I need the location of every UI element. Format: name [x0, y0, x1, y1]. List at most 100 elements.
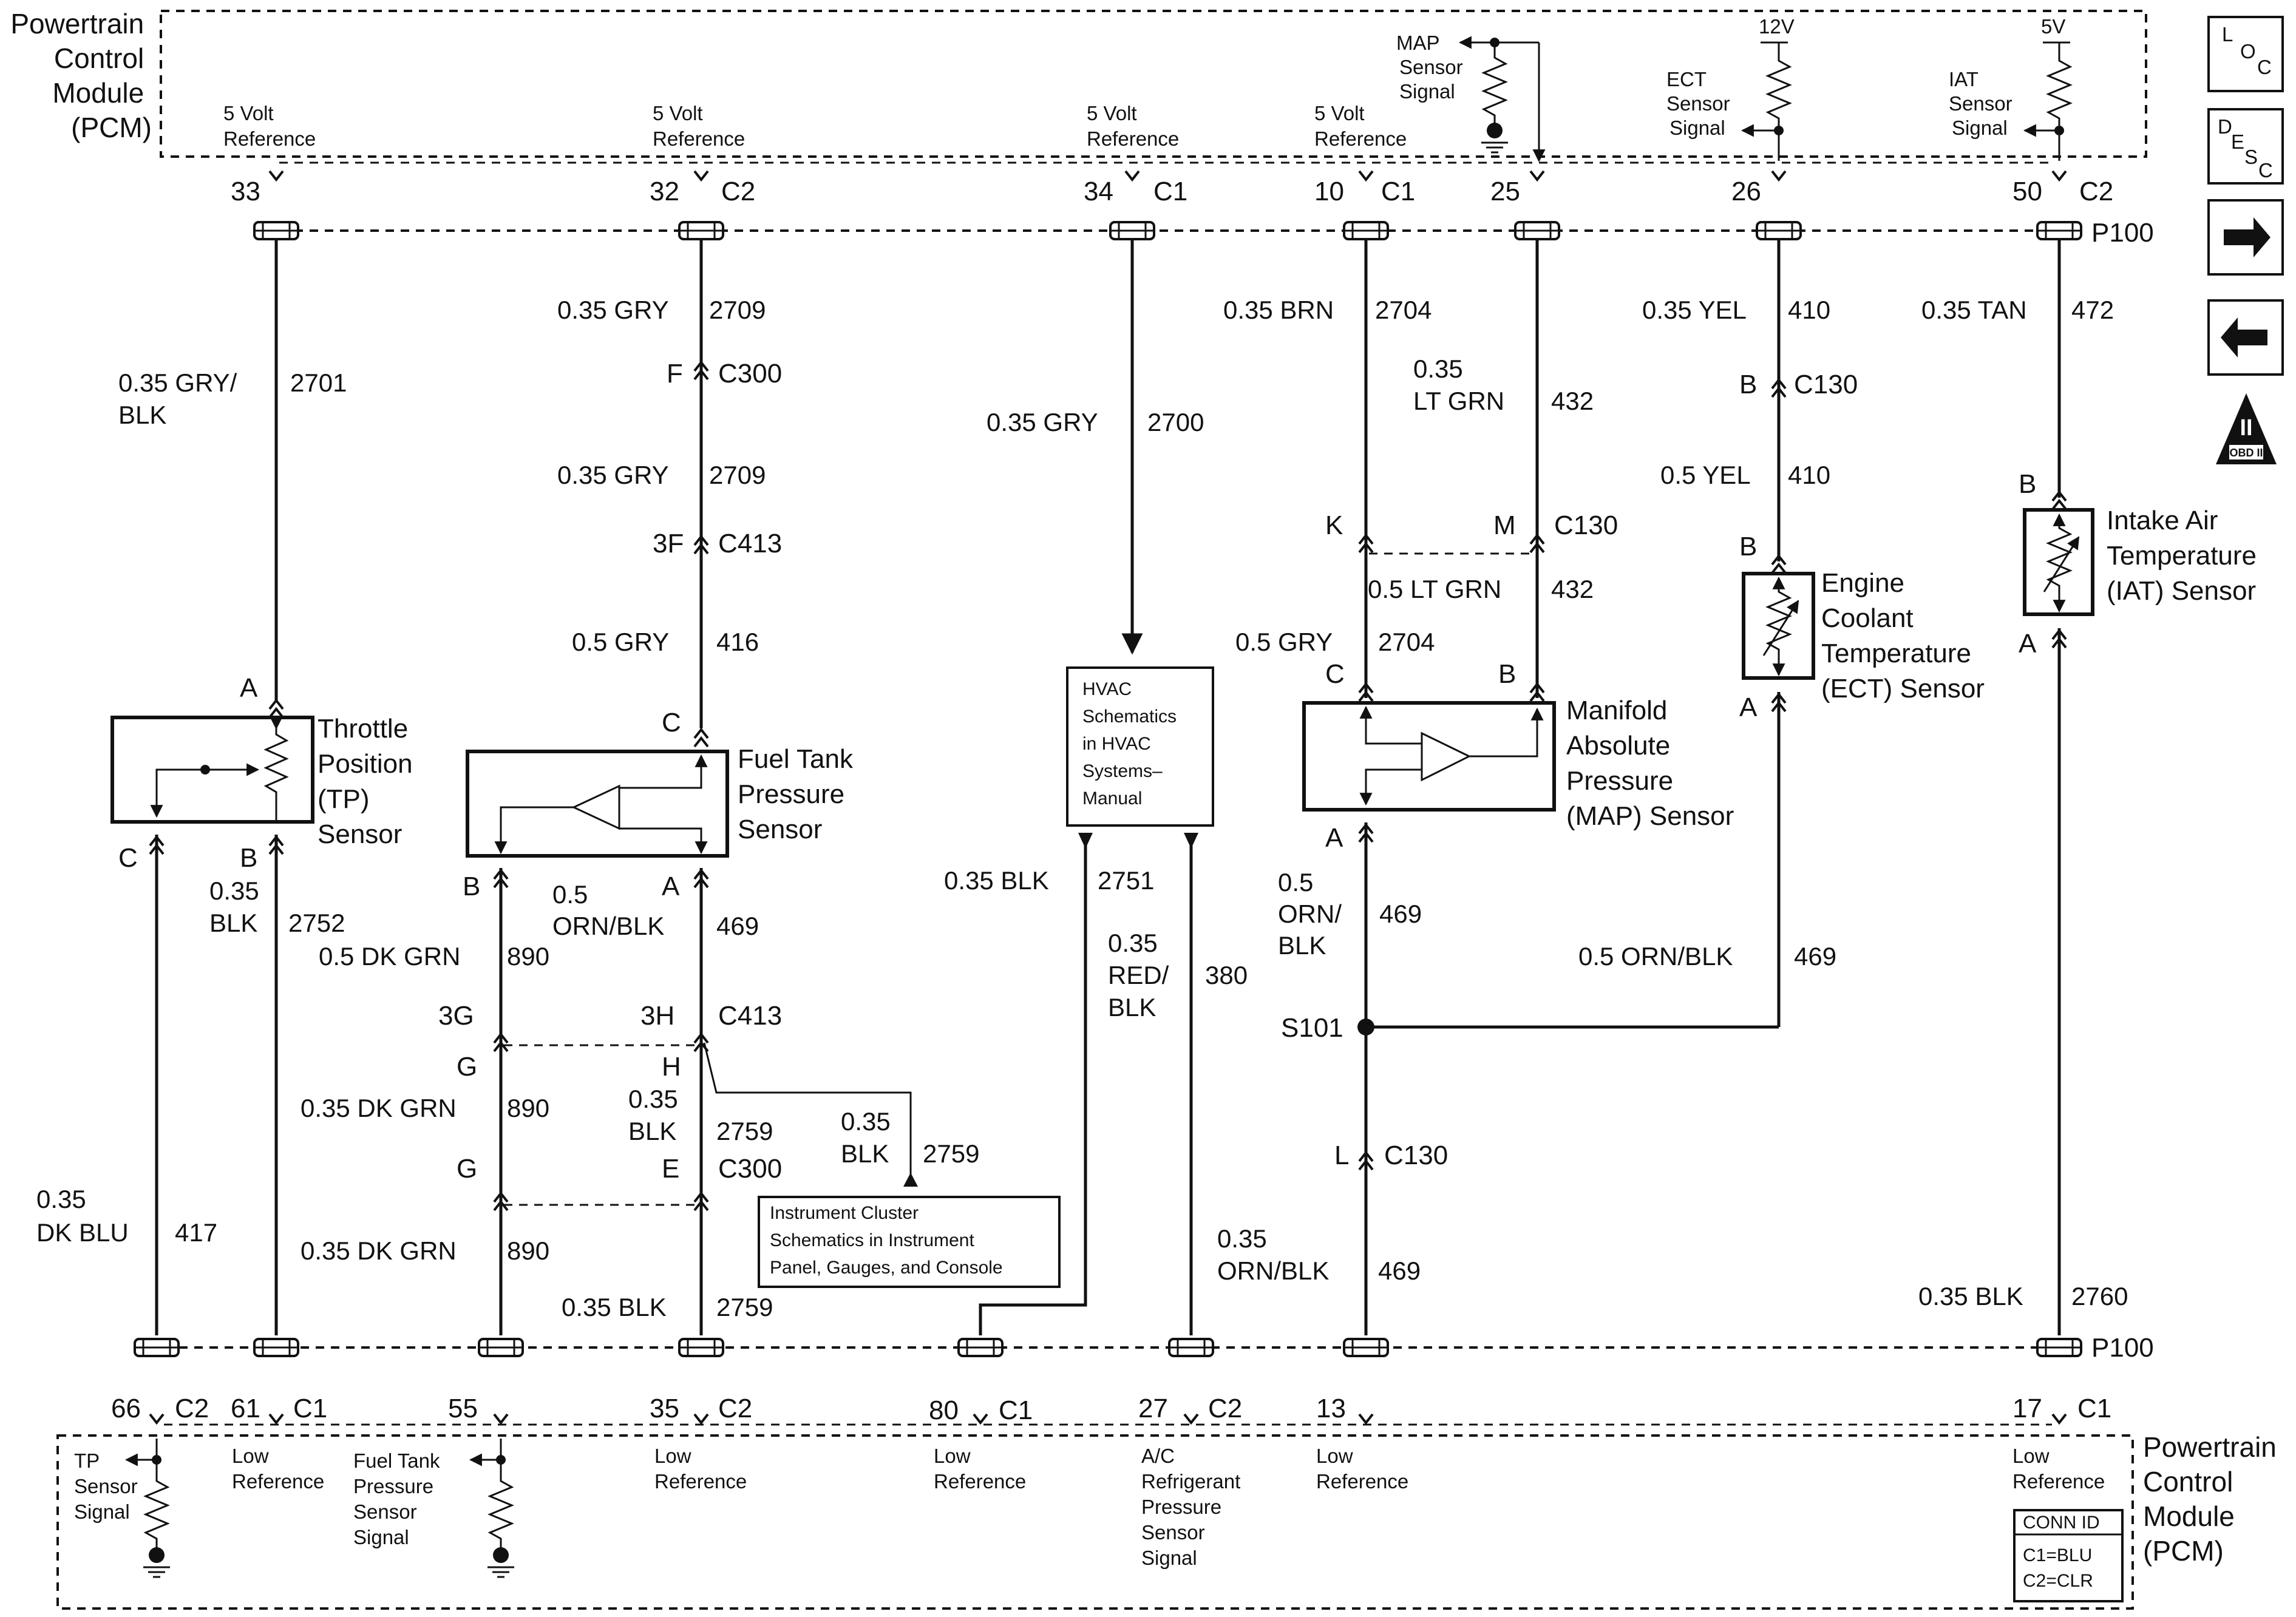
conn-id-title: CONN ID: [2023, 1513, 2100, 1533]
map-conn-l: L: [1334, 1141, 1349, 1170]
obd-label: OBD II: [2229, 447, 2263, 459]
inline-connector-chevron-17: [1358, 822, 1374, 843]
bottom-pin-chevron-3: [693, 1413, 709, 1425]
inline-connector-chevron-14: [268, 835, 284, 855]
ect-low-gauge: 0.5 ORN/BLK: [1578, 942, 1733, 971]
ftp-sig2-gauge: 0.35 DK GRN: [301, 1094, 457, 1122]
ftp-conn-f: F: [667, 359, 683, 388]
map-conn-c130: C130: [1554, 510, 1618, 540]
top-pin-chevron-1: [693, 170, 709, 182]
map-pin-c: C: [1325, 659, 1345, 689]
forward-arrow-button[interactable]: [2207, 199, 2284, 276]
pin-33: 33: [231, 177, 260, 206]
ftp-sig3-circuit: 890: [507, 1236, 549, 1265]
map-amplifier-symbol: [1359, 705, 1544, 806]
bottom-pin-chevron-2: [493, 1413, 509, 1425]
top-p100-splice-0: [253, 221, 299, 240]
pin-66-connector: C2: [175, 1394, 209, 1423]
inline-connector-chevron-2: [1358, 533, 1374, 554]
map-ref2-gauge: 0.5 GRY: [1235, 628, 1333, 656]
tp-ref-wire-gauge: 0.35 GRY/BLK: [118, 368, 237, 429]
tp-pin-c: C: [118, 843, 138, 873]
inline-connector-chevron-13: [149, 835, 165, 855]
tp-low-wire-circuit: 2752: [288, 909, 345, 937]
top-p100-splice-6: [2036, 221, 2082, 240]
conn-id-c1: C1=BLU: [2023, 1545, 2092, 1565]
top-p100-splice-5: [1756, 221, 1802, 240]
ftp-sig2-circuit: 890: [507, 1094, 549, 1122]
desc-letter-c: C: [2258, 159, 2273, 181]
ect-pin-a: A: [1739, 693, 1758, 722]
pin-25: 25: [1490, 177, 1520, 206]
map-sig2-gauge: 0.5 LT GRN: [1368, 575, 1501, 603]
pin-10: 10: [1314, 177, 1344, 206]
inline-connector-chevron-11: [2051, 490, 2067, 510]
ftp-conn-c300: C300: [718, 359, 782, 388]
ftp-conn-g2: G: [457, 1154, 477, 1184]
inline-connector-chevron-16: [693, 868, 709, 889]
pin-26: 26: [1731, 177, 1761, 206]
map-pin-a: A: [1325, 823, 1343, 853]
hvac-ref-gauge: 0.35 GRY: [987, 408, 1098, 436]
tp-pulldown-resistor: [124, 1439, 170, 1578]
ftp-pin-a: A: [662, 872, 680, 901]
p100-bottom-connector: P100: [164, 1333, 2154, 1426]
tp-pin-a: A: [240, 673, 258, 703]
inline-connector-chevron-6: [693, 727, 709, 748]
bottom-p100-splice-5: [1168, 1338, 1214, 1357]
nav-panel: L O C D E S C II OBD II: [2207, 16, 2284, 464]
back-arrow-button[interactable]: [2207, 299, 2284, 376]
pin-50: 50: [2012, 177, 2042, 206]
p100-top-label: P100: [2091, 218, 2154, 248]
ftp-sig3-gauge: 0.35 DK GRN: [301, 1236, 457, 1265]
ect-pullup-resistor: [1741, 41, 1792, 161]
inline-connector-chevron-5: [268, 698, 284, 719]
loc-letter-l: L: [2222, 23, 2233, 46]
top-p100-splice-3: [1343, 221, 1389, 240]
bottom-p100-splices: [134, 1338, 2082, 1357]
location-button[interactable]: L O C: [2207, 16, 2284, 92]
obd-ii-button[interactable]: II OBD II: [2216, 393, 2277, 464]
iat-pin-a: A: [2019, 629, 2037, 659]
inline-connector-chevron-4: [1771, 378, 1787, 398]
arrow-right-icon: [2224, 217, 2271, 257]
ftp-ref1-circuit: 2709: [709, 296, 766, 324]
inline-connector-chevron-7: [1358, 682, 1374, 702]
ftp-conn-3f: 3F: [653, 529, 684, 558]
map-conn-c130-b: C130: [1384, 1141, 1448, 1170]
ftp-ref1-gauge: 0.35 GRY: [557, 296, 669, 324]
pin-80-connector: C1: [999, 1395, 1033, 1425]
top-p100-splice-1: [678, 221, 724, 240]
ftp-amplifier-symbol: [494, 754, 708, 855]
pcm-top-title: Powertrain Control Module (PCM): [10, 8, 152, 143]
ac-sig-circuit: 380: [1205, 961, 1248, 989]
conn-id-c2: C2=CLR: [2023, 1571, 2093, 1591]
iat-pullup-resistor: [2023, 41, 2073, 161]
pin-55: 55: [448, 1394, 478, 1423]
bottom-p100-splice-2: [478, 1338, 524, 1357]
pin-34: 34: [1084, 177, 1113, 206]
inline-connector-chevron-1: [693, 534, 709, 555]
pcm-bottom-pins: 66 C2 61 C1 55 35 C2 80 C1 27 C2 13 17 C…: [111, 1394, 2111, 1425]
pin-32: 32: [650, 177, 679, 206]
ect-1-circuit: 410: [1788, 296, 1830, 324]
tp-sig-wire-circuit: 417: [175, 1218, 217, 1247]
pcm-top-pins: 33 32 C2 34 C1 10 C1 25 26 50 C2 P100: [231, 177, 2154, 248]
desc-letter-d: D: [2218, 115, 2232, 138]
bottom-p100-splice-0: [134, 1338, 180, 1357]
description-button[interactable]: D E S C: [2207, 108, 2284, 185]
inline-connector-chevron-15: [493, 868, 509, 889]
